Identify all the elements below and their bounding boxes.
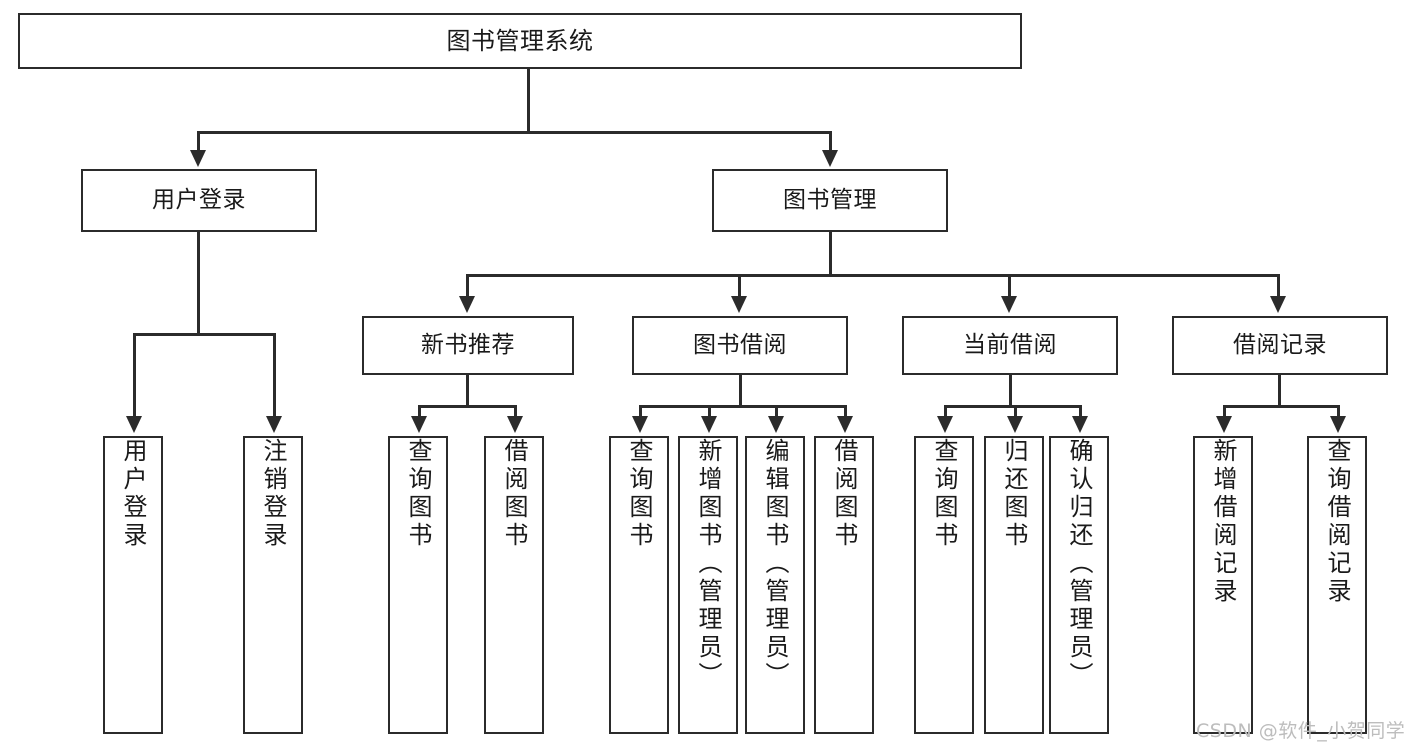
- node-label: 当前借阅: [963, 331, 1057, 358]
- arrow-borrow-leaf3: [768, 416, 784, 433]
- node-label: 借阅图书: [500, 438, 528, 550]
- connector-login-bus: [133, 333, 276, 336]
- connector-login-leaf1: [133, 333, 136, 418]
- node-current-borrow[interactable]: 当前借阅: [902, 316, 1118, 375]
- node-label: 图书管理系统: [446, 26, 594, 55]
- leaf-borrow-book[interactable]: 借阅图书: [814, 436, 874, 734]
- connector-current-bus: [944, 405, 1081, 408]
- node-label: 编辑图书（管理员）: [761, 438, 789, 690]
- leaf-add-borrow-record[interactable]: 新增借阅记录: [1193, 436, 1253, 734]
- leaf-user-login[interactable]: 用户登录: [103, 436, 163, 734]
- node-label: 查询图书: [404, 438, 432, 550]
- connector-new-stem: [466, 375, 469, 407]
- arrow-current-leaf3: [1072, 416, 1088, 433]
- connector-root-to-books: [829, 131, 832, 153]
- node-label: 注销登录: [259, 438, 287, 550]
- node-label: 归还图书: [1000, 438, 1028, 550]
- node-label: 新书推荐: [421, 331, 515, 358]
- connector-root-bus: [197, 131, 831, 134]
- connector-current-leaf1: [944, 405, 947, 418]
- node-label: 用户登录: [152, 186, 246, 213]
- connector-books-to-records: [1277, 274, 1280, 298]
- connector-current-stem: [1009, 375, 1012, 407]
- leaf-logout[interactable]: 注销登录: [243, 436, 303, 734]
- arrow-login-leaf1: [126, 416, 142, 433]
- arrow-root-to-login: [190, 150, 206, 167]
- leaf-return-book[interactable]: 归还图书: [984, 436, 1044, 734]
- node-book-management[interactable]: 图书管理: [712, 169, 948, 232]
- node-new-book-recommend[interactable]: 新书推荐: [362, 316, 574, 375]
- connector-new-bus: [418, 405, 516, 408]
- connector-borrow-leaf2: [708, 405, 711, 418]
- node-label: 新增图书（管理员）: [694, 438, 722, 690]
- connector-books-to-borrow: [738, 274, 741, 298]
- node-label: 借阅记录: [1233, 331, 1327, 358]
- arrow-records-leaf1: [1216, 416, 1232, 433]
- arrow-books-to-records: [1270, 296, 1286, 313]
- connector-borrow-stem: [739, 375, 742, 407]
- connector-records-bus: [1223, 405, 1339, 408]
- node-label: 查询图书: [625, 438, 653, 550]
- arrow-current-leaf2: [1007, 416, 1023, 433]
- connector-root-to-login: [197, 131, 200, 153]
- node-label: 图书管理: [783, 186, 877, 213]
- arrow-new-leaf1: [411, 416, 427, 433]
- node-borrow-records[interactable]: 借阅记录: [1172, 316, 1388, 375]
- node-user-login[interactable]: 用户登录: [81, 169, 317, 232]
- connector-books-stem: [829, 232, 832, 276]
- leaf-current-query-book[interactable]: 查询图书: [914, 436, 974, 734]
- arrow-root-to-books: [822, 150, 838, 167]
- connector-login-leaf2: [273, 333, 276, 418]
- arrow-books-to-current: [1001, 296, 1017, 313]
- connector-new-leaf1: [418, 405, 421, 418]
- connector-current-leaf3: [1079, 405, 1082, 418]
- connector-borrow-leaf1: [639, 405, 642, 418]
- arrow-borrow-leaf4: [837, 416, 853, 433]
- connector-root-stem: [527, 69, 530, 133]
- node-label: 图书借阅: [693, 331, 787, 358]
- node-label: 查询图书: [930, 438, 958, 550]
- node-label: 确认归还（管理员）: [1065, 438, 1093, 690]
- leaf-query-borrow-record[interactable]: 查询借阅记录: [1307, 436, 1367, 734]
- connector-books-bus: [466, 274, 1280, 277]
- leaf-add-book-admin[interactable]: 新增图书（管理员）: [678, 436, 738, 734]
- arrow-borrow-leaf2: [701, 416, 717, 433]
- connector-books-to-new: [466, 274, 469, 298]
- connector-borrow-leaf4: [844, 405, 847, 418]
- connector-records-leaf1: [1223, 405, 1226, 418]
- arrow-current-leaf1: [937, 416, 953, 433]
- node-root-system[interactable]: 图书管理系统: [18, 13, 1022, 69]
- node-book-borrow[interactable]: 图书借阅: [632, 316, 848, 375]
- connector-books-to-current: [1008, 274, 1011, 298]
- leaf-confirm-return-admin[interactable]: 确认归还（管理员）: [1049, 436, 1109, 734]
- leaf-edit-book-admin[interactable]: 编辑图书（管理员）: [745, 436, 805, 734]
- connector-borrow-bus: [639, 405, 845, 408]
- arrow-books-to-borrow: [731, 296, 747, 313]
- arrow-borrow-leaf1: [632, 416, 648, 433]
- connector-new-leaf2: [514, 405, 517, 418]
- connector-login-stem: [197, 232, 200, 335]
- node-label: 新增借阅记录: [1209, 438, 1237, 606]
- arrow-records-leaf2: [1330, 416, 1346, 433]
- connector-records-leaf2: [1337, 405, 1340, 418]
- arrow-login-leaf2: [266, 416, 282, 433]
- node-label: 借阅图书: [830, 438, 858, 550]
- connector-borrow-leaf3: [775, 405, 778, 418]
- node-label: 用户登录: [119, 438, 147, 550]
- connector-records-stem: [1278, 375, 1281, 407]
- connector-current-leaf2: [1014, 405, 1017, 418]
- arrow-new-leaf2: [507, 416, 523, 433]
- node-label: 查询借阅记录: [1323, 438, 1351, 606]
- leaf-new-borrow-book[interactable]: 借阅图书: [484, 436, 544, 734]
- leaf-borrow-query-book[interactable]: 查询图书: [609, 436, 669, 734]
- leaf-new-query-book[interactable]: 查询图书: [388, 436, 448, 734]
- arrow-books-to-new: [459, 296, 475, 313]
